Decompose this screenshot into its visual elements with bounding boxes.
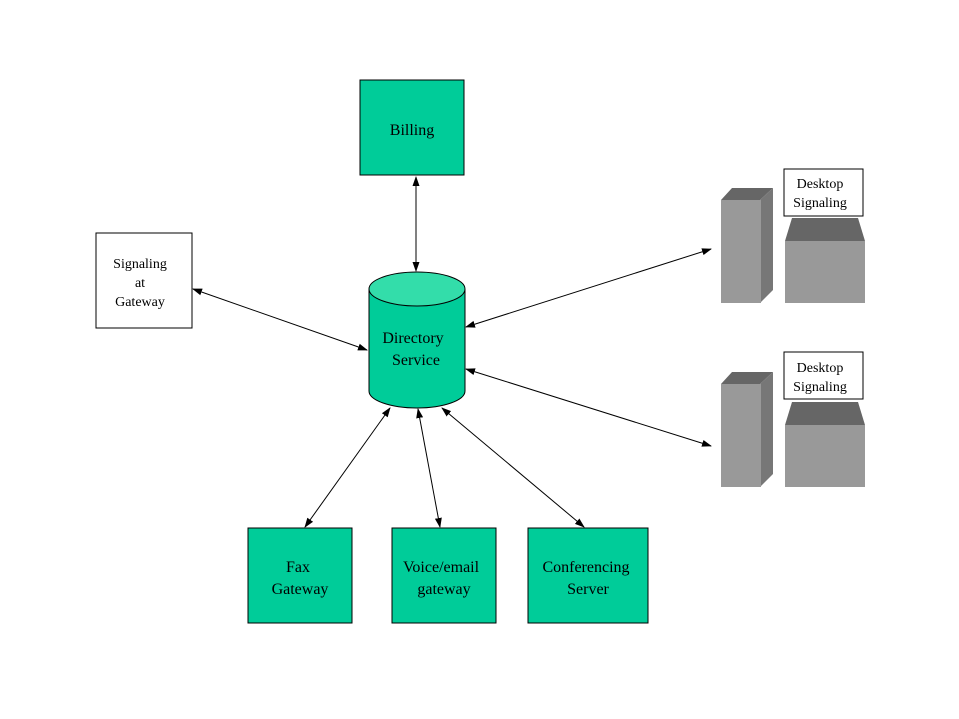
desktop-signaling-node-1: Desktop Signaling (721, 168, 865, 303)
connection-directory-desktop-2 (465, 368, 712, 447)
voice-email-gateway-box (391, 527, 497, 624)
directory-label-line1: Directory (382, 330, 443, 347)
connection-directory-voice-email-gateway (416, 408, 442, 528)
desktop-monitor-top (785, 218, 865, 241)
desktop-monitor-front (785, 241, 865, 303)
signaling-gateway-line1: Signaling (113, 257, 167, 272)
voice-email-gateway-node: Voice/email gateway (391, 527, 497, 624)
directory-label-line2: Service (392, 352, 440, 369)
fax-gateway-box (247, 527, 353, 624)
conferencing-server-node: Conferencing Server (527, 527, 649, 624)
desktop-signaling-1-line1: Desktop (797, 177, 844, 192)
fax-gateway-line1: Fax (286, 559, 310, 576)
connection-directory-fax-gateway (304, 407, 391, 528)
voice-email-gateway-line1: Voice/email (403, 559, 480, 576)
directory-service-node: Directory Service (368, 271, 466, 409)
desktop-monitor-top (785, 402, 865, 425)
fax-gateway-line2: Gateway (272, 581, 329, 598)
billing-box (359, 79, 465, 176)
desktop-monitor-front (785, 425, 865, 487)
voice-email-gateway-line2: gateway (417, 581, 470, 598)
connection-directory-conferencing-server (441, 407, 585, 528)
billing-node: Billing (359, 79, 465, 176)
desktop-tower-front (721, 200, 761, 303)
signaling-gateway-node: Signaling at Gateway (95, 232, 193, 329)
desktop-tower-side (760, 188, 773, 303)
conferencing-server-line1: Conferencing (542, 559, 629, 576)
connection-directory-desktop-1 (465, 248, 712, 328)
connections (192, 176, 712, 528)
desktop-signaling-label-box-2 (783, 351, 864, 400)
desktop-tower-top (721, 372, 773, 384)
signaling-gateway-box (95, 232, 193, 329)
connection-directory-signaling-gateway (192, 288, 368, 351)
directory-cylinder-top (368, 271, 466, 307)
signaling-gateway-line3: Gateway (115, 295, 165, 310)
desktop-tower-side (760, 372, 773, 487)
desktop-tower-top (721, 188, 773, 200)
desktop-tower-front (721, 384, 761, 487)
desktop-signaling-1-line2: Signaling (793, 196, 847, 211)
desktop-signaling-label-box-1 (783, 168, 864, 217)
desktop-computer-icon (721, 372, 865, 487)
desktop-signaling-2-line1: Desktop (797, 361, 844, 376)
directory-cylinder-body (368, 289, 466, 409)
conferencing-server-box (527, 527, 649, 624)
billing-label: Billing (390, 122, 434, 139)
desktop-computer-icon (721, 188, 865, 303)
signaling-gateway-line2: at (135, 276, 145, 291)
fax-gateway-node: Fax Gateway (247, 527, 353, 624)
desktop-signaling-node-2: Desktop Signaling (721, 351, 865, 487)
conferencing-server-line2: Server (567, 581, 609, 598)
desktop-signaling-2-line2: Signaling (793, 380, 847, 395)
